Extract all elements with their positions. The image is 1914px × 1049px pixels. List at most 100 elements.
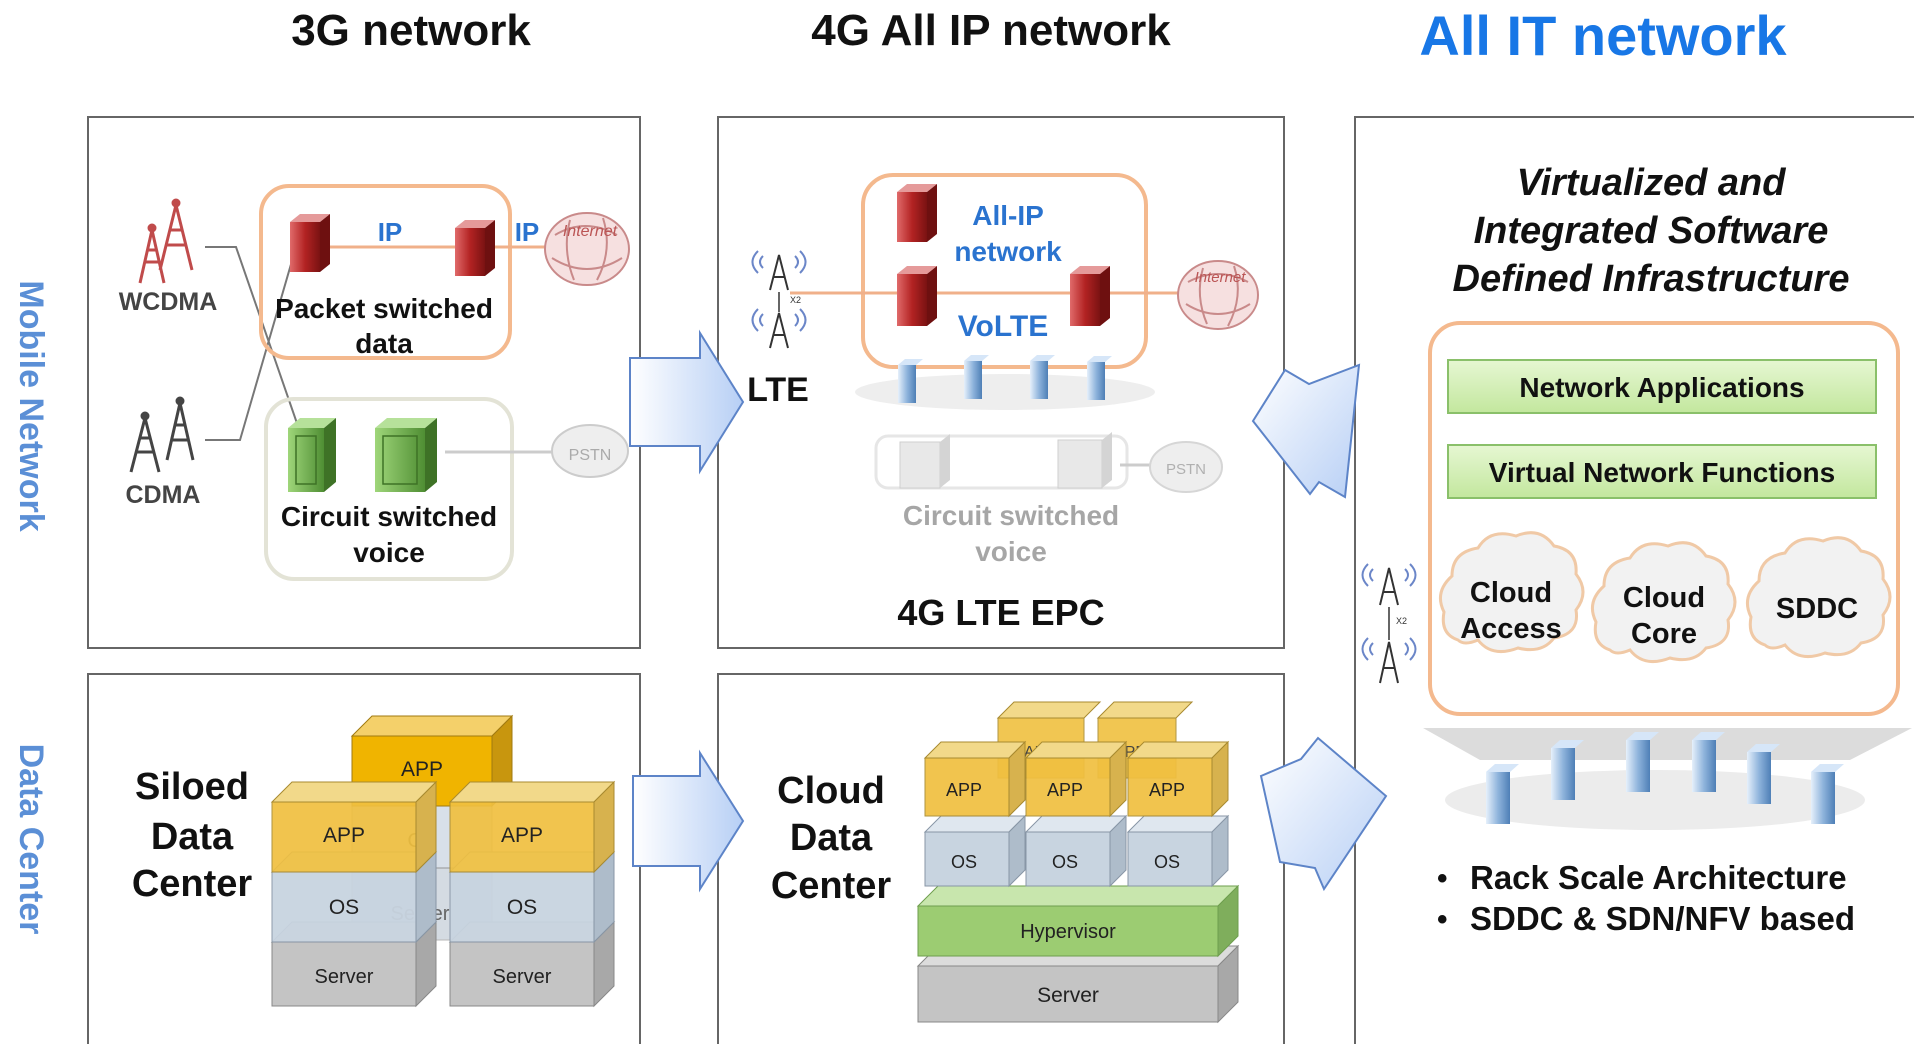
arrow-3g-to-4g-datacenter xyxy=(632,749,745,893)
silo-right-stack: Server OS APP xyxy=(448,780,616,1008)
rack-server-4-icon xyxy=(1692,732,1725,792)
hypervisor-box: Hypervisor xyxy=(916,884,1240,958)
label-sdi-line1: Virtualized and xyxy=(1517,162,1787,204)
silo-right-app-box: APP xyxy=(448,780,616,874)
circuit-switched-frame xyxy=(264,397,514,581)
header-4g: 4G All IP network xyxy=(811,6,1171,55)
label-circuit-line2: voice xyxy=(353,537,425,568)
svg-text:APP: APP xyxy=(946,780,982,800)
all-ip-server-top-icon xyxy=(897,184,937,242)
epc-blue-server-4-icon xyxy=(1087,356,1112,400)
label-circuit-4g-line2: voice xyxy=(975,536,1047,567)
label-ip-2: IP xyxy=(515,217,540,247)
label-siloed-line1: Siloed xyxy=(135,766,249,808)
internet-cloud-icon: Internet xyxy=(544,212,630,286)
rack-server-1-icon xyxy=(1486,764,1519,824)
arrow-4g-to-it-datacenter xyxy=(1259,736,1388,892)
svg-text:Internet: Internet xyxy=(1195,269,1247,286)
row-label-datacenter: Data Center xyxy=(12,744,50,935)
label-sdi-line2: Integrated Software xyxy=(1474,210,1829,252)
voice-server-left-icon xyxy=(288,418,336,492)
cloud-server-box: Server xyxy=(916,944,1240,1024)
svg-text:Virtual Network Functions: Virtual Network Functions xyxy=(1489,457,1835,488)
rack-server-5-icon xyxy=(1747,744,1780,804)
header-3g: 3G network xyxy=(291,6,531,55)
bullet-2-text: SDDC & SDN/NFV based xyxy=(1470,900,1855,937)
label-packet-line2: data xyxy=(355,328,413,359)
tower-cdma-icon xyxy=(129,396,195,473)
label-all-ip-line1: All-IP xyxy=(972,200,1044,231)
rack-server-6-icon xyxy=(1811,764,1844,824)
vm-3-os-box: OS xyxy=(1126,814,1230,888)
label-cloud-dc-line1: Cloud xyxy=(777,770,885,812)
label-cloud-dc-line2: Data xyxy=(790,817,873,859)
tower-connection-lines xyxy=(205,246,301,441)
arrow-3g-to-4g-mobile xyxy=(629,329,745,475)
label-packet-line1: Packet switched xyxy=(275,293,493,324)
lte-tower-top-icon xyxy=(751,250,807,291)
svg-text:Internet: Internet xyxy=(563,223,618,240)
sddc-cloud-icon: SDDC xyxy=(1745,536,1892,659)
packet-switched-frame xyxy=(259,184,512,360)
label-sdi-line3: Defined Infrastructure xyxy=(1453,258,1850,300)
silo-left-stack: Server OS APP xyxy=(270,780,438,1008)
circuit-switched-frame-4g xyxy=(874,434,1129,490)
svg-text:Server: Server xyxy=(315,966,374,988)
label-wcdma: WCDMA xyxy=(119,288,218,316)
svg-text:Cloud: Cloud xyxy=(1623,582,1705,614)
bullet-1-marker: • xyxy=(1437,862,1448,895)
header-all-it: All IT network xyxy=(1419,4,1787,67)
svg-text:OS: OS xyxy=(951,852,977,872)
svg-text:APP: APP xyxy=(401,758,443,781)
label-volte: VoLTE xyxy=(958,310,1049,343)
cloud-core-icon: Cloud Core xyxy=(1590,541,1737,664)
svg-text:Cloud: Cloud xyxy=(1470,577,1552,609)
all-ip-server-mid-icon xyxy=(897,266,937,326)
svg-text:APP: APP xyxy=(323,824,365,847)
all-ip-server-right-icon xyxy=(1070,266,1110,326)
svg-text:SDDC: SDDC xyxy=(1776,593,1858,625)
svg-text:Access: Access xyxy=(1460,613,1562,645)
epc-blue-server-3-icon xyxy=(1030,355,1055,399)
bullet-1-text: Rack Scale Architecture xyxy=(1470,859,1847,896)
svg-text:PSTN: PSTN xyxy=(1166,461,1206,478)
vm-stack-1: OS APP xyxy=(923,740,1027,888)
svg-text:OS: OS xyxy=(329,896,359,919)
pstn-cloud-icon: PSTN xyxy=(551,424,629,478)
circuit-server-right-4g-icon xyxy=(1057,432,1112,489)
vm-2-app-box: APP xyxy=(1024,740,1128,818)
vm-3-app-box: APP xyxy=(1126,740,1230,818)
vm-stack-3: OS APP xyxy=(1126,740,1230,888)
vm-2-os-box: OS xyxy=(1024,814,1128,888)
cloud-access-icon: Cloud Access xyxy=(1438,531,1585,654)
svg-text:OS: OS xyxy=(1052,852,1078,872)
panel-3g-mobile xyxy=(87,116,641,649)
svg-text:Core: Core xyxy=(1631,618,1697,650)
label-x2-it: X2 xyxy=(1396,616,1407,626)
tower-wcdma-icon xyxy=(138,198,194,284)
svg-text:Network Applications: Network Applications xyxy=(1519,372,1804,403)
sdi-frame xyxy=(1428,321,1900,716)
svg-text:Hypervisor: Hypervisor xyxy=(1020,921,1116,943)
silo-left-app-box: APP xyxy=(270,780,438,874)
label-lte: LTE xyxy=(747,371,809,409)
epc-cloud-servers xyxy=(855,355,1155,410)
vnf-bar: Virtual Network Functions xyxy=(1447,444,1877,499)
rack-server-2-icon xyxy=(1551,740,1584,800)
it-tower-bottom-icon xyxy=(1361,637,1417,684)
label-cdma: CDMA xyxy=(126,481,201,509)
vm-1-app-box: APP xyxy=(923,740,1027,818)
label-4g-lte-epc: 4G LTE EPC xyxy=(897,592,1104,633)
voice-server-right-icon xyxy=(375,418,437,492)
svg-text:OS: OS xyxy=(1154,852,1180,872)
circuit-server-left-4g-icon xyxy=(899,434,950,489)
label-siloed-line3: Center xyxy=(132,863,253,905)
label-all-ip-line2: network xyxy=(954,236,1062,267)
label-ip-1: IP xyxy=(378,217,403,247)
label-cloud-dc-line3: Center xyxy=(771,865,892,907)
all-ip-frame xyxy=(861,173,1148,369)
svg-text:APP: APP xyxy=(1149,780,1185,800)
pstn-cloud-4g-icon: PSTN xyxy=(1149,441,1223,493)
network-applications-bar: Network Applications xyxy=(1447,359,1877,414)
